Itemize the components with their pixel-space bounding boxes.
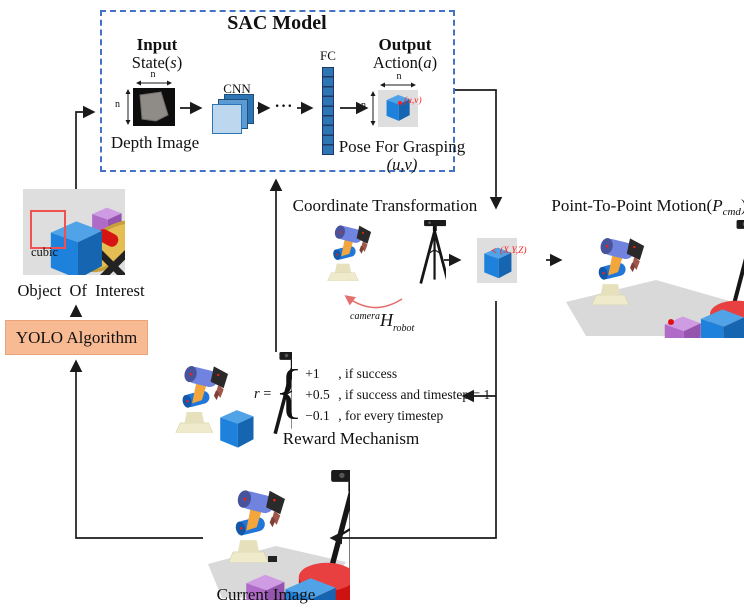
cnn-layer-front bbox=[212, 104, 242, 134]
xyz-point-label: (X,Y,Z) bbox=[500, 246, 527, 256]
sac-model-title: SAC Model bbox=[227, 12, 327, 34]
point-to-point-title: Point-To-Point Motion(Pcmd) bbox=[551, 196, 744, 218]
red-dot-icon bbox=[668, 319, 674, 325]
reward-case-row: −0.1, for every timestep bbox=[305, 407, 444, 423]
cnn-label: CNN bbox=[223, 81, 251, 96]
object-scene-icons bbox=[30, 189, 125, 275]
current-image-scene bbox=[208, 468, 350, 600]
pipeline-dots: ··· bbox=[274, 98, 294, 115]
reward-mechanism-label: Reward Mechanism bbox=[282, 429, 420, 448]
input-heading: Input bbox=[136, 35, 178, 54]
sac-model-box bbox=[100, 10, 455, 172]
camera-h-robot-label: cameraHrobot bbox=[350, 310, 415, 334]
reward-case-row: +1, if success bbox=[305, 365, 398, 381]
uv-marker-icon bbox=[398, 101, 402, 105]
object-of-interest-label: Object Of Interest bbox=[17, 281, 145, 300]
coordinate-transformation-scene bbox=[296, 218, 446, 310]
hand-camera-icon bbox=[268, 556, 277, 562]
reward-brace: { bbox=[274, 358, 304, 424]
pose-image-thumb bbox=[378, 90, 418, 127]
cubic-label: cubic bbox=[31, 245, 59, 259]
pose-dim-left: n bbox=[361, 100, 366, 111]
reward-formula: r = { +1, if success +0.5, if success an… bbox=[254, 361, 490, 427]
depth-cube-icon bbox=[139, 91, 169, 122]
grasped-cube-icon bbox=[220, 410, 253, 447]
reward-case-row: +0.5, if success and timestep = 1 bbox=[305, 386, 491, 402]
robot-arm-icon bbox=[176, 365, 228, 433]
action-label: Action(a) bbox=[372, 53, 438, 72]
xyz-pointer-icon: < bbox=[491, 246, 497, 257]
yolo-label: YOLO Algorithm bbox=[15, 327, 138, 347]
pose-dim-top: n bbox=[396, 71, 402, 82]
state-label: State(s) bbox=[131, 53, 183, 72]
depth-image-label: Depth Image bbox=[110, 133, 200, 152]
pose-label-line1: Pose For Grasping bbox=[338, 137, 466, 156]
tripod-camera-icon bbox=[421, 220, 446, 283]
yolo-box: YOLO Algorithm bbox=[5, 320, 148, 355]
coordinate-transformation-title: Coordinate Transformation bbox=[292, 196, 478, 215]
depth-dim-top: n bbox=[150, 69, 156, 80]
tripod-camera-icon bbox=[732, 220, 744, 313]
red-object-icon bbox=[96, 229, 119, 247]
xyz-image-thumb bbox=[477, 238, 517, 283]
uv-point-label: (u,v) bbox=[404, 96, 422, 106]
output-heading: Output bbox=[378, 35, 432, 54]
fc-label: FC bbox=[320, 48, 336, 63]
depth-image-thumb bbox=[133, 88, 175, 126]
reward-cases: +1, if success +0.5, if success and time… bbox=[305, 363, 490, 426]
current-image-label: Current Image bbox=[216, 585, 316, 604]
object-of-interest-image bbox=[23, 189, 125, 275]
fc-bar bbox=[322, 67, 334, 155]
robot-arm-icon bbox=[328, 224, 371, 281]
point-to-point-scene bbox=[566, 220, 744, 338]
pose-label-line2: (u,v) bbox=[386, 155, 418, 174]
xyz-cube-icon bbox=[477, 238, 517, 283]
object-to-sac-connector bbox=[75, 105, 96, 189]
depth-dim-left: n bbox=[115, 99, 120, 110]
cubic-bbox bbox=[30, 210, 66, 249]
reward-lhs: r = bbox=[254, 385, 272, 402]
